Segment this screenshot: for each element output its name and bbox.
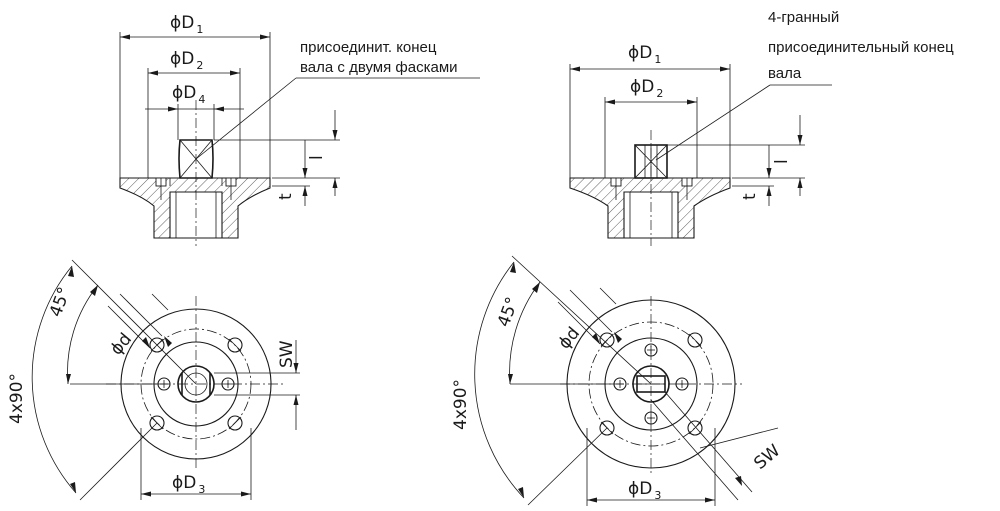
note-a-line1: присоединит. конец <box>300 39 437 56</box>
note-b-line3: вала <box>768 65 802 82</box>
dimension-d1-b-label: ϕD <box>628 43 652 63</box>
leader-b <box>655 84 771 161</box>
note-b-line2: присоединительный конец <box>768 39 954 56</box>
dimension-t-a-label: t <box>276 193 296 200</box>
leader-a <box>195 77 297 160</box>
screw-right-a <box>225 177 237 200</box>
dimension-d1-a-sub: 1 <box>196 23 203 36</box>
screws-b <box>613 343 689 425</box>
dimension-t-b-label: t <box>740 193 760 200</box>
dimension-d2-b-label: ϕD <box>630 77 654 97</box>
dimension-l-b-label: l <box>772 159 792 164</box>
svg-text:ϕD1: ϕD1 <box>628 43 661 66</box>
svg-text:ϕD3: ϕD3 <box>172 473 205 496</box>
dimension-d-b: ϕd <box>555 323 584 353</box>
angle-4x90-a: 4x90° <box>7 373 27 424</box>
dimension-d1-a-label: ϕD <box>170 13 194 33</box>
angle-45-b: 45° <box>494 295 523 330</box>
dimension-d1-b-sub: 1 <box>654 53 661 66</box>
dimension-t-b: t <box>732 145 774 206</box>
dimension-t-a: t <box>272 140 310 206</box>
screw-right-b <box>681 177 693 200</box>
note-b-line1: 4-гранный <box>768 9 839 26</box>
dimension-d2-a-sub: 2 <box>196 59 203 72</box>
dimension-sw-a: SW <box>277 340 297 368</box>
shaft-end-b <box>634 144 668 179</box>
dimension-d3-b-sub: 3 <box>654 489 661 502</box>
dimension-d-a: ϕd <box>107 329 136 359</box>
dimension-d3-a-label: ϕD <box>172 473 196 493</box>
screw-left-a <box>155 177 167 200</box>
dimension-l-a-label: l <box>307 155 327 160</box>
dimension-d4-a-sub: 4 <box>198 93 205 106</box>
note-a-line2: вала с двумя фасками <box>300 59 458 76</box>
dimension-d2-b-sub: 2 <box>656 87 663 100</box>
angle-45-a: 45° <box>46 285 75 320</box>
flange-section-b <box>569 177 731 239</box>
dimension-l-b: l <box>667 115 805 196</box>
screw-left-b <box>610 177 622 200</box>
svg-text:ϕD4: ϕD4 <box>172 83 205 106</box>
angle-4x90-b: 4x90° <box>451 379 471 430</box>
dimension-sw-b: SW <box>750 441 784 474</box>
dimension-d4-a-label: ϕD <box>172 83 196 103</box>
dimension-d3-a-sub: 3 <box>198 483 205 496</box>
svg-text:ϕD2: ϕD2 <box>630 77 663 100</box>
svg-text:ϕD2: ϕD2 <box>170 49 203 72</box>
svg-text:ϕD1: ϕD1 <box>170 13 203 36</box>
dimension-l-a: l <box>214 110 340 196</box>
dimension-d3-b-label: ϕD <box>628 479 652 499</box>
svg-text:ϕD3: ϕD3 <box>628 479 661 502</box>
flange-section-a <box>119 177 271 239</box>
dimension-d2-a-label: ϕD <box>170 49 194 69</box>
